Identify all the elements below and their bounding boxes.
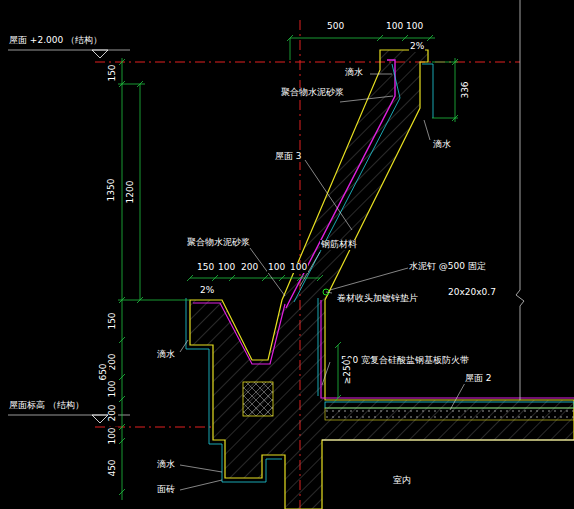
dimension-text: 20x20x0.7 — [447, 288, 497, 298]
dimension-text: 100 — [405, 22, 424, 32]
annotation-label: 滴水 — [432, 140, 452, 150]
dimension-text: 450 — [108, 458, 118, 477]
annotation-label: 屋面 +2.000 （结构） — [8, 36, 103, 46]
dimension-text: 200 — [108, 403, 118, 422]
dimension-text: 200 — [108, 352, 118, 371]
annotation-label: 滴水 — [156, 460, 176, 470]
dimension-text: 2% — [199, 286, 215, 296]
annotation-label: 钢筋材料 — [320, 240, 358, 250]
dimension-text: 1350 — [107, 178, 117, 203]
dimension-text: 100 — [289, 263, 308, 273]
dimension-text: 200 — [240, 263, 259, 273]
dimension-text: 1200 — [126, 180, 136, 205]
annotation-label: 卷材收头加镀锌垫片 — [336, 294, 419, 304]
annotation-label: 屋面标高 （结构） — [8, 401, 85, 411]
annotation-label: 水泥钉 @500 固定 — [408, 262, 487, 272]
dimension-text: 500 — [326, 22, 345, 32]
dimension-text: 100 — [267, 263, 286, 273]
annotation-label: 滴水 — [156, 350, 176, 360]
annotation-label: 聚合物水泥砂浆 — [280, 88, 345, 98]
dimension-text: 150 — [108, 311, 118, 330]
dimension-text: 100 — [385, 22, 404, 32]
annotation-label: 屋面 2 — [464, 374, 493, 384]
dimension-text: 100 — [108, 379, 118, 398]
annotation-label: 聚合物水泥砂浆 — [186, 238, 251, 248]
annotation-label: 滴水 — [344, 68, 364, 78]
dimension-text: 100 — [108, 426, 118, 445]
dimension-text: 150 — [108, 63, 118, 82]
dimension-text: 2% — [409, 42, 425, 52]
dimension-text: 100 — [217, 263, 236, 273]
annotation-label: 室内 — [392, 476, 412, 486]
annotation-label: 500 宽复合硅酸盐钢基板防火带 — [340, 356, 470, 366]
annotation-label: 屋面 3 — [274, 152, 303, 162]
dimension-text: 336 — [461, 80, 471, 99]
dimension-text: 150 — [196, 263, 215, 273]
dimension-text: ≥250 — [343, 359, 353, 386]
annotation-label: 面砖 — [156, 485, 176, 495]
